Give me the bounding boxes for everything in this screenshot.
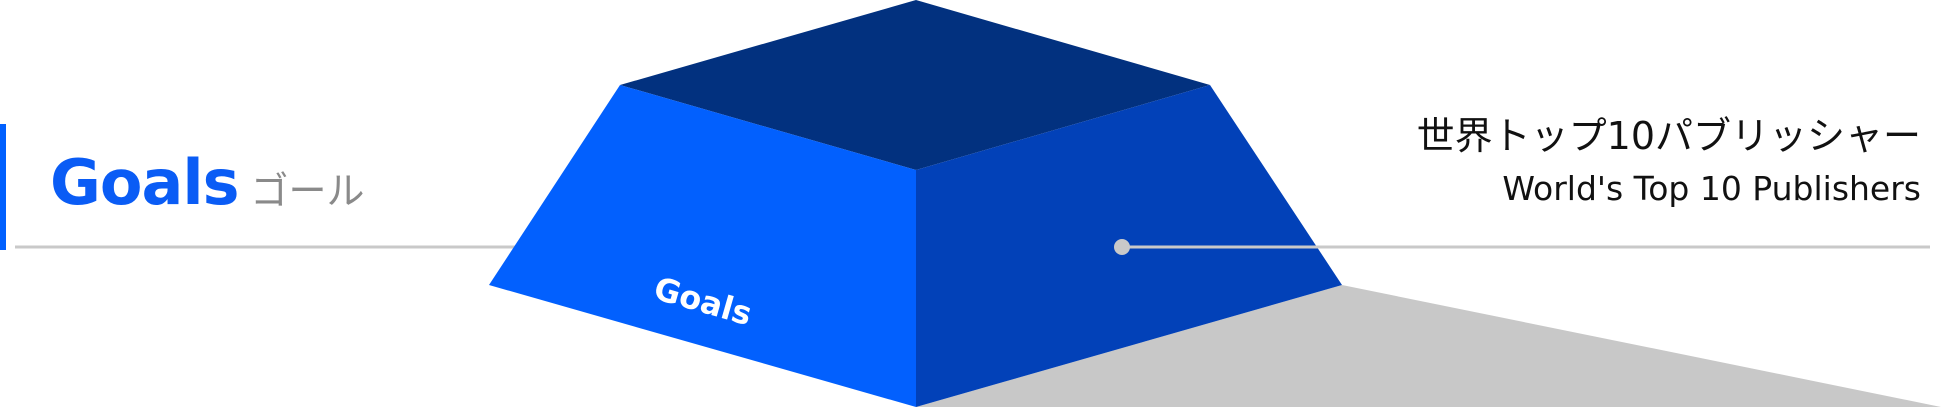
section-title-ja: ゴール bbox=[250, 169, 365, 213]
callout-title-en: World's Top 10 Publishers bbox=[1502, 169, 1921, 208]
block-top-face bbox=[620, 0, 1210, 170]
callout-label: 世界トップ10パブリッシャー World's Top 10 Publishers bbox=[1417, 108, 1921, 214]
callout-dot bbox=[1114, 239, 1130, 255]
section-title-en: Goals bbox=[50, 146, 239, 219]
block-shadow bbox=[916, 285, 1941, 407]
section-accent-bar bbox=[0, 124, 6, 250]
callout-title-ja: 世界トップ10パブリッシャー bbox=[1416, 114, 1921, 158]
block-left-face bbox=[489, 85, 916, 407]
